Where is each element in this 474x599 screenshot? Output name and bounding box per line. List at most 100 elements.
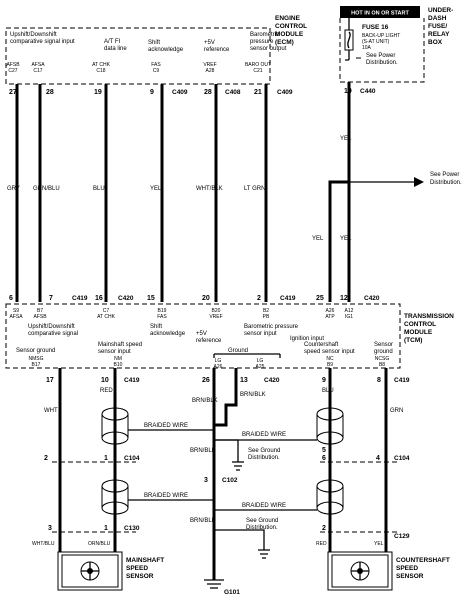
ecm-code2-c18: C18 xyxy=(96,68,105,74)
mid-pin-1b: 1 xyxy=(104,525,108,532)
ecm-connector-c409a: C409 xyxy=(172,89,188,96)
tcm-bcode-nm: NM xyxy=(114,356,122,362)
fuse-wire-color: YEL xyxy=(340,136,352,142)
braided-label-4: BRAIDED WIRE xyxy=(242,503,286,509)
bwire-color-red: RED xyxy=(100,388,113,394)
connector-c102: C102 xyxy=(222,477,238,484)
tcm-code-b19: B19 xyxy=(158,308,167,314)
mainshaft-sensor xyxy=(57,551,123,591)
ecm-func-atfi-1: A/T FI xyxy=(104,39,121,45)
wire-color-gry: GRY xyxy=(7,186,20,192)
tcm-label-3: MODULE xyxy=(404,329,433,336)
mid-pin-4: 4 xyxy=(376,455,380,462)
sensor-wire-red: RED xyxy=(316,541,327,547)
tcm-code2-ig1: IG1 xyxy=(345,314,353,320)
countershaft-label-2: SPEED xyxy=(396,565,418,572)
underdash-label-1: UNDER- xyxy=(428,7,453,14)
bwire-color-grn: GRN xyxy=(390,408,403,414)
ecm-pin-9: 9 xyxy=(150,89,154,96)
fuse-see-power-1: See Power xyxy=(366,53,395,59)
tcm-connector-c420a: C420 xyxy=(118,295,134,302)
tcm-code-a26: A26 xyxy=(326,308,335,314)
mid-pin-2b: 2 xyxy=(322,525,326,532)
tcm-bcode-lg1: LG xyxy=(215,358,222,364)
tcm-connector-c420b: C420 xyxy=(364,295,380,302)
tcm-ground-label: Ground xyxy=(228,348,248,354)
tcm-pin-6: 6 xyxy=(9,295,13,302)
see-ground-2a: See Ground xyxy=(246,518,278,524)
wire-color-whtblk: WHT/BLK xyxy=(196,186,223,192)
wire-color-yel: YEL xyxy=(150,186,162,192)
fuse-box: HOT IN ON OR START FUSE 16 BACK-UP LIGHT… xyxy=(339,6,453,83)
tcm-bpin-8: 8 xyxy=(377,377,381,384)
tcm-bconnector-c419: C419 xyxy=(124,377,140,384)
braided-label-3: BRAIDED WIRE xyxy=(144,493,188,499)
underdash-label-4: RELAY xyxy=(428,31,450,38)
fuse-amp: 10A xyxy=(362,45,372,51)
underdash-label-3: FUSE/ xyxy=(428,23,447,30)
tcm-bcode2-a26: A26 xyxy=(214,364,223,370)
tcm-code2-vref: VREF xyxy=(209,314,222,320)
tcm-pin-12: 12 xyxy=(340,295,348,302)
bwire-color-brnblk-1: BRN/BLK xyxy=(192,398,218,404)
fuse-wire-pin: 10 xyxy=(344,88,352,95)
ecm-code2-c17: C17 xyxy=(33,68,42,74)
sensor-wire-whtblu: WHT/BLU xyxy=(32,541,55,547)
ecm-code-afsb: AFSB xyxy=(6,62,20,68)
see-ground-1b: Distribution. xyxy=(248,455,280,461)
tcm-bcode2-a25: A25 xyxy=(256,364,265,370)
ecm-func-baro-1: Barometric xyxy=(250,32,279,38)
sensor-wire-ornblu: ORN/BLU xyxy=(88,541,111,547)
tcm-connector-c419b: C419 xyxy=(280,295,296,302)
tcm-bcode2-b10: B10 xyxy=(114,362,123,368)
tcm-func-5v-2: reference xyxy=(196,338,222,344)
wire-color-blu: BLU xyxy=(93,186,105,192)
mid-pin-1: 1 xyxy=(104,455,108,462)
ecm-pin-28b: 28 xyxy=(204,89,212,96)
ecm-code-atchk: AT CHK xyxy=(92,62,111,68)
see-ground-1a: See Ground xyxy=(248,448,280,454)
ecm-code2-c21: C21 xyxy=(253,68,262,74)
mid-pin-2: 2 xyxy=(44,455,48,462)
ecm-code-afsa: AFSA xyxy=(31,62,45,68)
fuse-desc-1: BACK-UP LIGHT xyxy=(362,33,400,39)
fuse-wire-connector: C440 xyxy=(360,88,376,95)
tcm-func-ignition: Ignition input xyxy=(290,336,324,342)
ecm-func-shift-2: acknowledge xyxy=(148,47,184,53)
hot-label: HOT IN ON OR START xyxy=(351,11,409,17)
tcm-code-b20: B20 xyxy=(212,308,221,314)
ecm-connector-c409b: C409 xyxy=(277,89,293,96)
tcm-func-5v-1: +5V xyxy=(196,331,207,337)
see-power-mid-2: Distribution. xyxy=(430,180,462,186)
tcm-func-upshift-2: comparative signal xyxy=(28,331,78,337)
tcm-bconnector-c419b: C419 xyxy=(394,377,410,384)
tcm-code-b7: B7 xyxy=(37,308,43,314)
tcm-pin-2: 2 xyxy=(257,295,261,302)
countershaft-label-3: SENSOR xyxy=(396,573,424,580)
wire-color-grnblu: GRN/BLU xyxy=(33,186,60,192)
tcm-sensor-ground-left: Sensor ground xyxy=(16,348,55,354)
tcm-bpin-9: 9 xyxy=(322,377,326,384)
tcm-pin-16: 16 xyxy=(95,295,103,302)
ecm-code2-a28: A28 xyxy=(206,68,215,74)
tcm-bpin-13: 13 xyxy=(240,377,248,384)
tcm-code-b2: B2 xyxy=(263,308,269,314)
fuse-see-power-2: Distribution. xyxy=(366,60,398,66)
braided-label-1: BRAIDED WIRE xyxy=(144,423,188,429)
ecm-code-baroout: BARO OUT xyxy=(245,62,271,68)
tcm-func-shift-2: acknowledge xyxy=(150,331,186,337)
tcm-sensor-ground-right-1: Sensor xyxy=(374,342,393,348)
mid-connectors xyxy=(52,461,398,533)
tcm-bcode-lg2: LG xyxy=(257,358,264,364)
connector-c129: C129 xyxy=(394,533,410,540)
ecm-label-3: MODULE xyxy=(275,31,304,38)
bwire-color-brnblk-2: BRN/BLK xyxy=(240,392,266,398)
tcm-code2-afsb: AFSB xyxy=(33,314,47,320)
tcm-module: TRANSMISSION CONTROL MODULE (TCM) S9 AFS… xyxy=(5,303,454,370)
ecm-pin-28a: 28 xyxy=(46,89,54,96)
ecm-module: ENGINE CONTROL MODULE (ECM) Upshift/Down… xyxy=(5,15,307,85)
ecm-label-4: (ECM) xyxy=(275,39,294,46)
tcm-bcode2-b17: B17 xyxy=(32,362,41,368)
ecm-label-1: ENGINE xyxy=(275,15,301,22)
